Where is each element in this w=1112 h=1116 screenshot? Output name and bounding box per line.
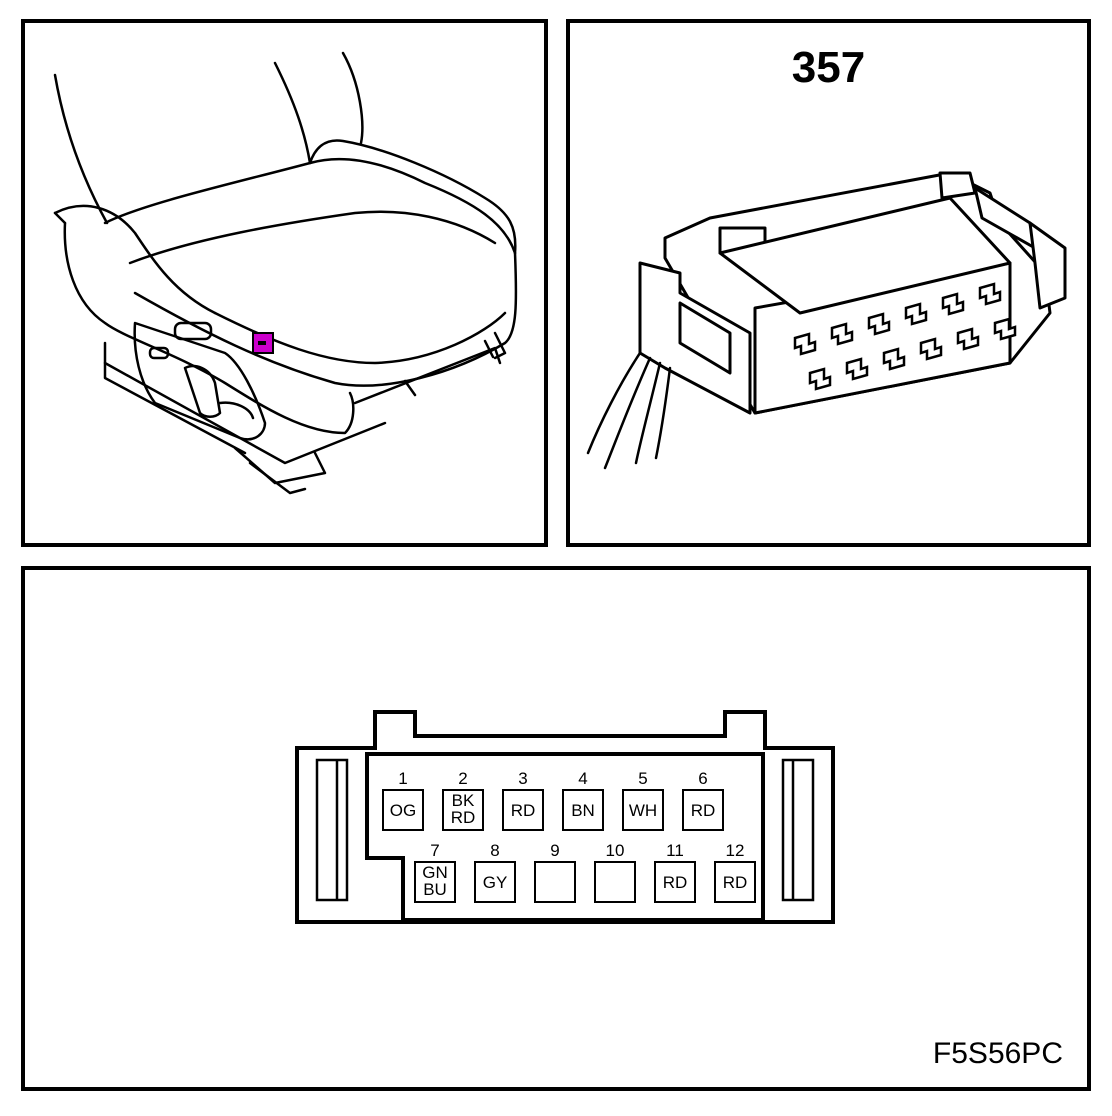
pin-wire-color: RD xyxy=(691,801,716,820)
pin-number: 6 xyxy=(698,769,707,788)
pin-number: 5 xyxy=(638,769,647,788)
seat-illustration-panel xyxy=(21,19,548,547)
pin-3: 3RD xyxy=(502,769,544,831)
connector-face-outline xyxy=(365,752,765,922)
pin-wire-color: RD xyxy=(663,873,688,892)
pin-cavity xyxy=(622,789,664,831)
pin-4: 4BN xyxy=(562,769,604,831)
pin-cavity xyxy=(414,861,456,903)
pin-number: 10 xyxy=(606,841,625,860)
pin-number: 3 xyxy=(518,769,527,788)
pin-10: 10 xyxy=(594,841,636,903)
pin-number: 12 xyxy=(726,841,745,860)
pin-wire-color: WH xyxy=(629,801,657,820)
connector-3d-drawing xyxy=(586,171,1067,470)
pin-cavity xyxy=(594,861,636,903)
pin-cavity xyxy=(474,861,516,903)
pin-wire-color: RD xyxy=(451,808,476,827)
pin-wire-color: RD xyxy=(723,873,748,892)
connector-housing-outline xyxy=(295,710,835,924)
pin-wire-color: GN xyxy=(422,863,448,882)
connector-cavities xyxy=(793,282,1017,391)
pin-wire-color: BU xyxy=(423,880,447,899)
pin-wire-color: GY xyxy=(483,873,508,892)
pin-5: 5WH xyxy=(622,769,664,831)
seat-illustration xyxy=(53,51,518,495)
pin-8: 8GY xyxy=(474,841,516,903)
figure-code: F5S56PC xyxy=(932,1037,1063,1070)
right-latch xyxy=(781,758,815,902)
pin-cavity xyxy=(442,789,484,831)
pin-number: 7 xyxy=(430,841,439,860)
pin-cavity xyxy=(562,789,604,831)
pin-number: 4 xyxy=(578,769,587,788)
pin-wire-color: RD xyxy=(511,801,536,820)
pin-wire-color: BN xyxy=(571,801,595,820)
pin-cavity xyxy=(654,861,696,903)
connector-location-marker xyxy=(252,332,274,354)
pin-cavity xyxy=(682,789,724,831)
pin-1: 1OG xyxy=(382,769,424,831)
connector-number: 357 xyxy=(791,43,866,92)
pin-cavity xyxy=(534,861,576,903)
connector-wires xyxy=(586,351,672,470)
pin-wire-color: OG xyxy=(390,801,416,820)
pin-6: 6RD xyxy=(682,769,724,831)
pin-number: 11 xyxy=(666,841,684,860)
pin-number: 2 xyxy=(458,769,467,788)
pin-cavity xyxy=(382,789,424,831)
pin-wire-color: BK xyxy=(452,791,475,810)
left-latch xyxy=(315,758,349,902)
pin-cavity xyxy=(502,789,544,831)
pin-cavity xyxy=(714,861,756,903)
pin-number: 1 xyxy=(398,769,407,788)
connector-view-panel: 357 xyxy=(566,19,1091,547)
pin-9: 9 xyxy=(534,841,576,903)
pin-number: 9 xyxy=(550,841,559,860)
pin-number: 8 xyxy=(490,841,499,860)
